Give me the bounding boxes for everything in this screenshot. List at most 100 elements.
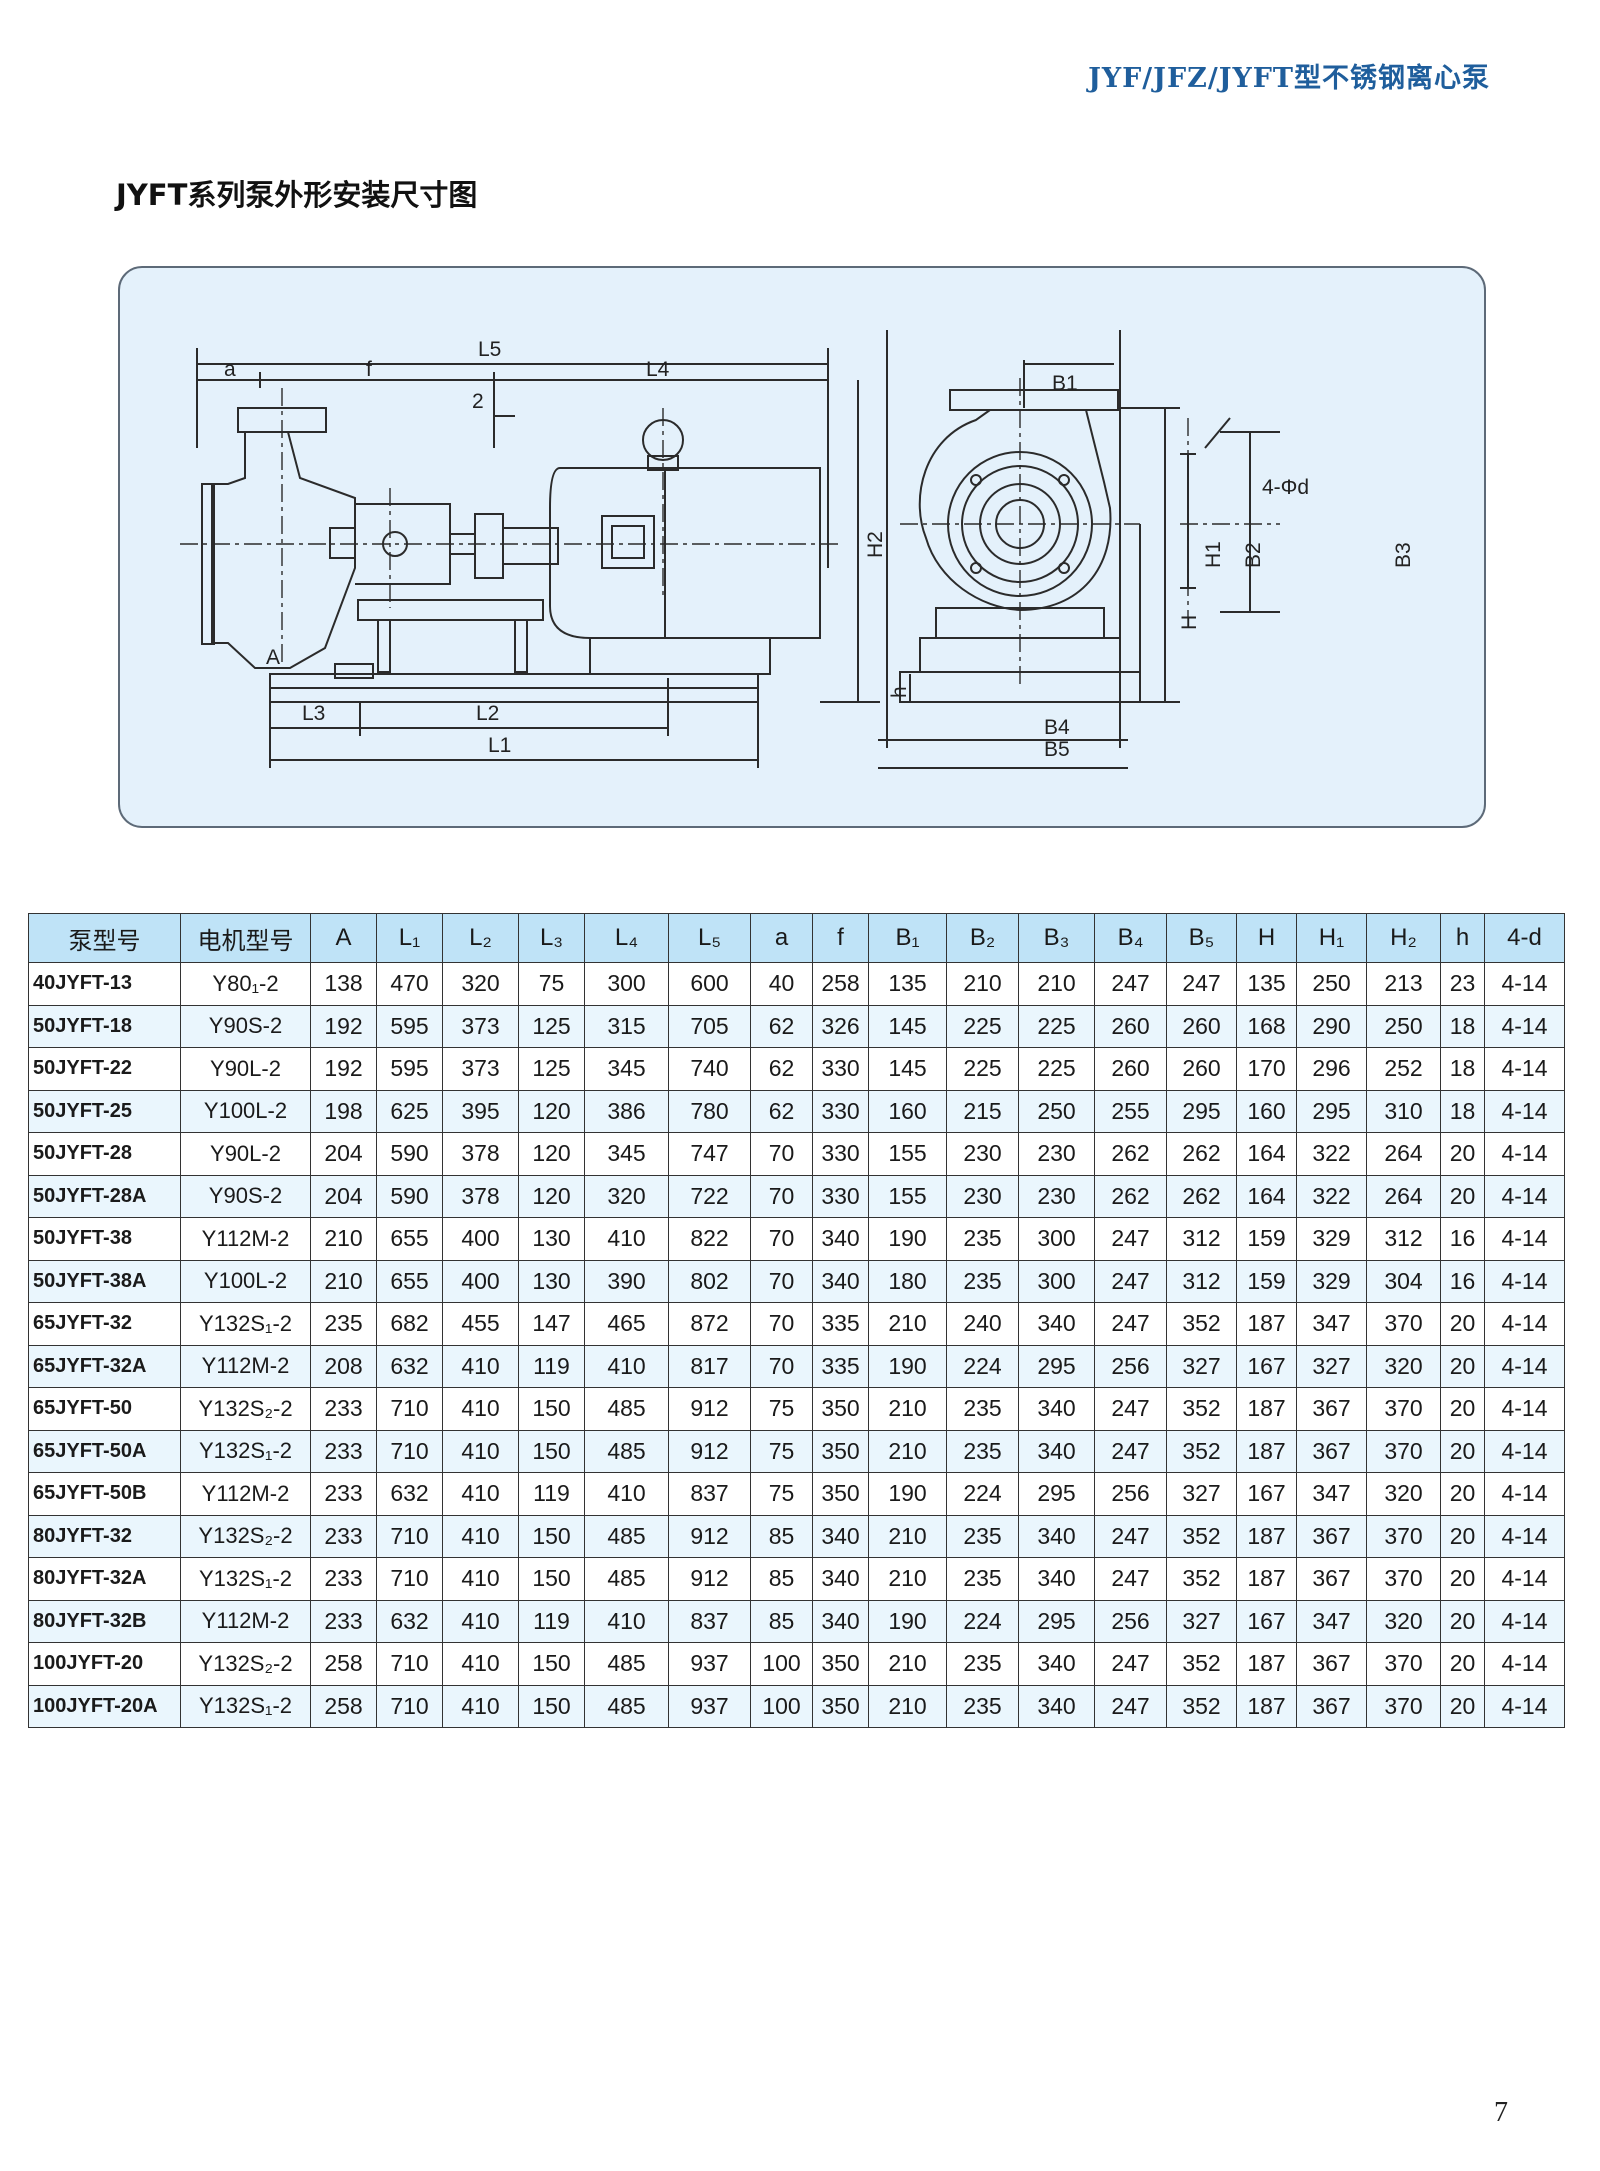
table-cell: 912 [668,1514,751,1558]
table-cell: 410 [584,1599,669,1643]
table-cell: 345 [584,1047,669,1091]
table-cell: 192 [310,1047,377,1091]
table-cell: 187 [1236,1387,1297,1431]
table-cell: 160 [868,1089,947,1133]
table-cell: 135 [1236,962,1297,1006]
table-cell: 224 [946,1472,1019,1516]
table-cell: 312 [1166,1259,1237,1303]
table-cell: 455 [442,1302,519,1346]
table-cell: 410 [442,1684,519,1728]
pump-model-cell: 50JYFT-38 [28,1217,181,1261]
table-cell: 224 [946,1599,1019,1643]
table-cell: 167 [1236,1344,1297,1388]
table-cell: 655 [376,1217,443,1261]
table-cell: 295 [1018,1344,1095,1388]
table-cell: 225 [1018,1047,1095,1091]
table-cell: 164 [1236,1132,1297,1176]
table-cell: 210 [310,1259,377,1303]
table-cell: 682 [376,1302,443,1346]
label-L5: L5 [478,338,501,361]
pump-model-cell: 80JYFT-32A [28,1557,181,1601]
table-cell: 378 [442,1132,519,1176]
table-cell: 705 [668,1004,751,1048]
motor-model-cell: Y100L-2 [180,1089,311,1133]
table-cell: 4-14 [1484,1642,1565,1686]
motor-model-cell: Y100L-2 [180,1259,311,1303]
table-cell: 352 [1166,1302,1237,1346]
table-cell: 119 [518,1472,585,1516]
table-cell: 256 [1094,1344,1167,1388]
table-cell: 410 [584,1217,669,1261]
table-cell: 210 [868,1387,947,1431]
table-cell: 350 [812,1642,869,1686]
side-view [196,348,911,768]
pump-model-cell: 100JYFT-20A [28,1684,181,1728]
table-cell: 485 [584,1387,669,1431]
table-cell: 400 [442,1259,519,1303]
pump-model-cell: 40JYFT-13 [28,962,181,1006]
table-cell: 352 [1166,1514,1237,1558]
table-cell: 330 [812,1089,869,1133]
table-cell: 70 [750,1344,813,1388]
table-cell: 340 [1018,1557,1095,1601]
pump-model-cell: 50JYFT-28A [28,1174,181,1218]
table-cell: 18 [1440,1004,1485,1048]
table-cell: 310 [1366,1089,1441,1133]
pump-model-cell: 100JYFT-20 [28,1642,181,1686]
table-cell: 300 [584,962,669,1006]
table-cell: 320 [1366,1472,1441,1516]
column-header: B₄ [1094,913,1167,963]
motor-model-cell: Y90S-2 [180,1174,311,1218]
table-cell: 258 [812,962,869,1006]
table-cell: 255 [1094,1089,1167,1133]
table-cell: 75 [750,1429,813,1473]
table-cell: 300 [1018,1259,1095,1303]
table-cell: 312 [1366,1217,1441,1261]
table-cell: 347 [1296,1302,1367,1346]
label-L4: L4 [646,358,670,381]
table-cell: 119 [518,1344,585,1388]
table-cell: 4-14 [1484,1557,1565,1601]
table-cell: 247 [1094,1302,1167,1346]
table-cell: 210 [868,1642,947,1686]
table-cell: 250 [1018,1089,1095,1133]
table-cell: 18 [1440,1089,1485,1133]
table-cell: 350 [812,1472,869,1516]
table-cell: 410 [442,1472,519,1516]
motor-model-cell: Y132S₂-2 [180,1387,311,1431]
table-cell: 247 [1094,1642,1167,1686]
table-cell: 247 [1094,1557,1167,1601]
table-cell: 378 [442,1174,519,1218]
table-cell: 187 [1236,1684,1297,1728]
table-cell: 837 [668,1599,751,1643]
table-cell: 262 [1166,1174,1237,1218]
table-cell: 4-14 [1484,1684,1565,1728]
table-cell: 260 [1166,1047,1237,1091]
table-cell: 367 [1296,1557,1367,1601]
label-B5: B5 [1044,738,1070,761]
table-cell: 304 [1366,1259,1441,1303]
table-cell: 100 [750,1684,813,1728]
table-cell: 23 [1440,962,1485,1006]
column-header: 4-d [1484,913,1565,963]
table-cell: 937 [668,1684,751,1728]
table-cell: 300 [1018,1217,1095,1261]
table-cell: 322 [1296,1174,1367,1218]
table-cell: 168 [1236,1004,1297,1048]
table-cell: 295 [1166,1089,1237,1133]
table-cell: 410 [584,1344,669,1388]
table-cell: 138 [310,962,377,1006]
motor-model-cell: Y90L-2 [180,1132,311,1176]
table-cell: 352 [1166,1642,1237,1686]
pump-model-cell: 50JYFT-25 [28,1089,181,1133]
table-cell: 410 [442,1599,519,1643]
table-cell: 340 [812,1599,869,1643]
table-cell: 340 [1018,1302,1095,1346]
table-cell: 135 [868,962,947,1006]
column-header: B₃ [1018,913,1095,963]
